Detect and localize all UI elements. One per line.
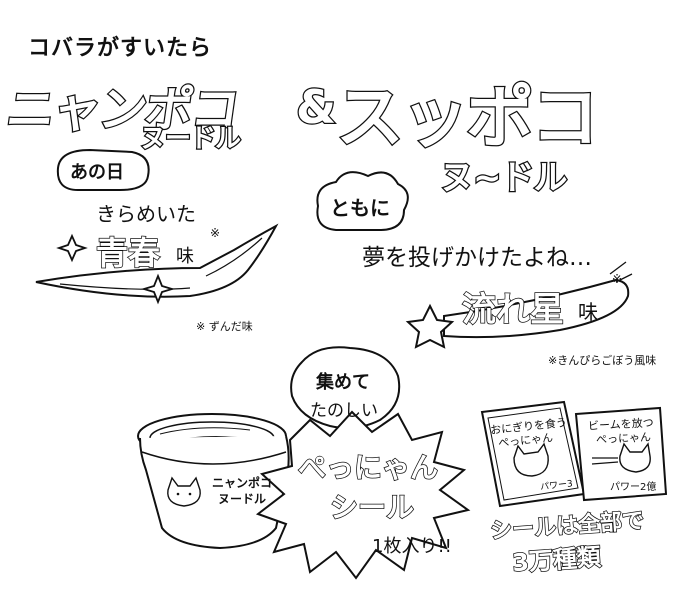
promo-count: 1枚入り!!: [372, 536, 452, 557]
ampersand: &: [295, 79, 338, 136]
flavor-mark-right: ※: [612, 272, 623, 286]
cat-face-icon: [167, 476, 201, 507]
flavor-mark-left: ※: [210, 226, 221, 240]
sticker2-power: パワー2億: [610, 482, 657, 493]
promo-burst-line1: ぺっにゃん: [297, 450, 439, 485]
brand-subtitle: コバラがすいたら: [28, 36, 213, 61]
tagline-right: 夢を投げかけたよね…: [362, 245, 592, 271]
sticker-card-1: [480, 400, 586, 508]
footnote-left: ※ ずんだ味: [196, 320, 253, 333]
tagline-left: きらめいた: [96, 202, 196, 226]
sparkle-left-2: [140, 273, 176, 305]
flavor-name-right: 流れ星: [461, 289, 565, 331]
sticker-total-line2: 3万種類: [511, 542, 603, 578]
brand-subtitle-nudoru: ヌ~ドル: [439, 157, 569, 200]
sparkle-left-1: [56, 233, 88, 263]
footnote-right: ※きんぴらごぼう風味: [548, 354, 657, 367]
ribbon-swoosh-left: [35, 223, 279, 298]
flavor-suffix-right: 味: [578, 300, 598, 324]
shooting-star-icon: [405, 303, 455, 349]
balloon-text-left: あの日: [70, 162, 124, 183]
cup-label-line1: ニャンポコ: [212, 476, 273, 490]
balloon-text-right: ともに: [330, 196, 390, 220]
brand-title-suppoko: スッポコ: [335, 78, 601, 160]
sticker2-line2: ぺっにゃん: [595, 430, 652, 447]
cloud-balloon-right: [316, 171, 409, 231]
speech-balloon-left: [56, 148, 150, 191]
flavor-suffix-left: 味: [176, 246, 194, 267]
promo-burst-line2: シール: [329, 490, 415, 525]
shooting-star-ribbon: [443, 278, 630, 339]
noodle-cup-illustration: [137, 413, 290, 550]
cup-label-line2: ヌードル: [218, 492, 267, 506]
cat-beam-icon: [619, 442, 651, 473]
speech-balloon-collect: [290, 346, 401, 429]
promo-bubble-line1: 集めて: [316, 372, 370, 393]
burst-balloon: [255, 410, 471, 580]
brand-subtitle-noodle: ヌードル: [139, 123, 243, 156]
flavor-name-left: 青春: [95, 233, 161, 273]
promo-bubble-line2: たのしい: [310, 401, 378, 421]
cat-eating-icon: [513, 442, 549, 477]
sticker-card-2: [574, 406, 668, 502]
